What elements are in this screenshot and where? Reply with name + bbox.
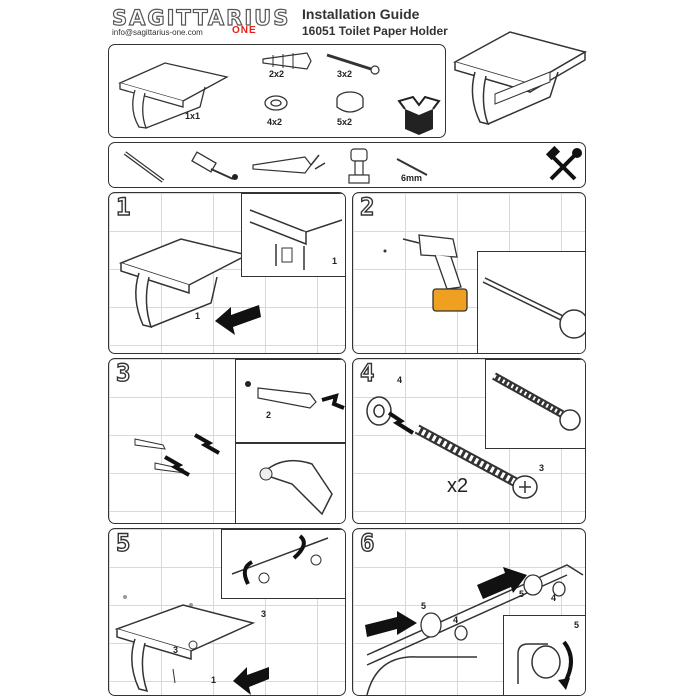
step-6-callout-washer-b: 4 xyxy=(551,593,557,603)
step-5-panel: 5 3 3 1 xyxy=(108,528,346,696)
product-illustration xyxy=(453,31,587,126)
step-6-number: 6 xyxy=(359,529,375,558)
holder-mount-image xyxy=(114,595,256,693)
step-5-callout-screw-b: 3 xyxy=(173,645,179,655)
brand-logo: SAGITTARIUS xyxy=(111,5,291,30)
step-6-callout-washer-a: 4 xyxy=(453,615,459,625)
step-3-callout-anchor: 2 xyxy=(266,410,272,420)
screw-multiplier: x2 xyxy=(447,475,469,497)
holder-part-image xyxy=(118,62,229,129)
tools-hammer-wrench-icon xyxy=(545,145,582,181)
step-1-detail-inset: 1 xyxy=(241,193,345,277)
step-5-detail-inset xyxy=(221,529,345,599)
step-3-number: 3 xyxy=(115,359,131,388)
step-3-anchor-inset: 2 xyxy=(235,359,345,443)
guide-title: Installation Guide xyxy=(302,6,420,22)
step-5-callout-screw-a: 3 xyxy=(261,609,267,619)
drill-bit-icon xyxy=(396,158,428,176)
cap-install-image xyxy=(365,564,584,695)
step-4-callout-washer: 4 xyxy=(397,375,403,385)
drill-bit-detail-image xyxy=(482,277,585,339)
step-3-panel: 3 2 xyxy=(108,358,346,524)
screw-detail-image xyxy=(492,372,581,431)
step-4-number: 4 xyxy=(359,359,375,388)
cap-press-detail-image xyxy=(517,640,573,690)
step-2-panel: 2 xyxy=(352,192,586,354)
wall-anchor-tool-icon xyxy=(252,154,326,174)
anchor-insert-image xyxy=(245,381,345,410)
step-1-panel: 1 1 1 xyxy=(108,192,346,354)
anchor-qty: 2x2 xyxy=(269,69,285,79)
step-6-panel: 6 5 4 5 4 5 xyxy=(352,528,586,696)
step-1-callout-main: 1 xyxy=(195,311,201,321)
drill-bit-size: 6mm xyxy=(401,173,423,183)
step-6-detail-inset: 5 xyxy=(503,615,585,695)
screw-large-image xyxy=(414,424,538,499)
product-title: 16051 Toilet Paper Holder xyxy=(302,24,448,38)
step-2-detail-inset xyxy=(477,251,585,353)
brand-logo-sub: ONE xyxy=(232,25,257,36)
washer-qty: 4x2 xyxy=(267,117,283,127)
washer-on-wall-image xyxy=(366,396,415,435)
holder-on-wall-image xyxy=(118,238,250,329)
screwdriver-icon xyxy=(191,151,238,180)
washer-part-image xyxy=(264,95,288,111)
contact-email: info@sagittarius-one.com xyxy=(112,28,203,37)
tools-panel: 6mm xyxy=(108,142,586,188)
step-4-panel: 4 4 3 x2 xyxy=(352,358,586,524)
parts-panel: 1x1 2x2 3x2 4x2 5x2 xyxy=(108,44,446,138)
step-6-callout-inset: 5 xyxy=(574,620,580,630)
step-3-hammer-inset xyxy=(235,443,345,523)
anchors-in-wall-image xyxy=(134,433,220,477)
step-1-number: 1 xyxy=(115,193,131,222)
cap-part-image xyxy=(336,91,364,113)
drill-icon xyxy=(348,148,370,184)
screw-part-image xyxy=(326,53,380,75)
step-5-callout-holder: 1 xyxy=(211,675,217,685)
step-5-number: 5 xyxy=(115,529,131,558)
pencil-icon xyxy=(123,151,165,183)
anchor-part-image xyxy=(262,52,312,70)
box-icon xyxy=(397,95,441,135)
screw-qty: 3x2 xyxy=(337,69,353,79)
step-4-callout-screw: 3 xyxy=(539,463,545,473)
drill-on-wall-image xyxy=(383,234,468,312)
step-4-detail-inset xyxy=(485,359,585,449)
push-arrow-icon xyxy=(215,305,261,335)
cap-qty: 5x2 xyxy=(337,117,353,127)
push-arrow-icon xyxy=(233,667,269,695)
step-2-number: 2 xyxy=(359,193,375,222)
step-6-callout-cap-b: 5 xyxy=(519,589,525,599)
hammer-icon xyxy=(259,459,333,516)
step-6-callout-cap-a: 5 xyxy=(421,601,427,611)
rotate-screw-detail-image xyxy=(231,534,329,585)
holder-detail-image xyxy=(249,209,343,270)
step-1-callout-inset: 1 xyxy=(332,256,338,266)
holder-qty: 1x1 xyxy=(185,111,201,121)
